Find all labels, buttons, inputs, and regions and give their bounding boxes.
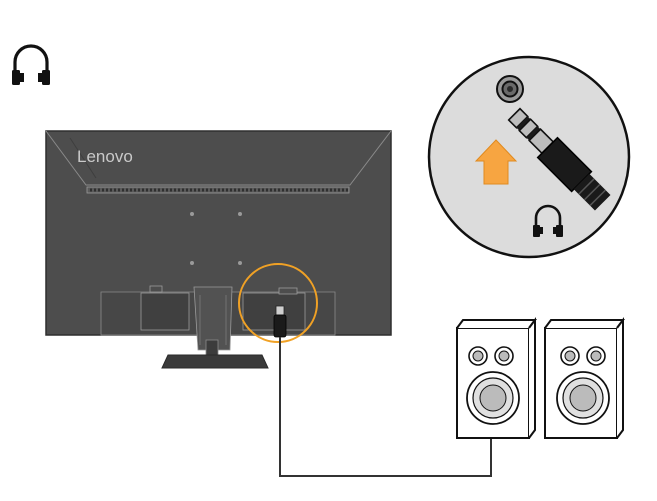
arrow-up-icon bbox=[474, 139, 518, 185]
audio-plug-zoomed bbox=[507, 107, 611, 211]
stand-neck bbox=[193, 286, 233, 351]
audio-port-highlight bbox=[238, 263, 318, 343]
speaker-icon-left bbox=[456, 317, 537, 439]
headphones-icon bbox=[12, 44, 50, 85]
monitor-rear: Lenovo bbox=[45, 130, 392, 369]
port-recess-left bbox=[140, 292, 190, 331]
vent-slots bbox=[90, 188, 348, 192]
monitor-housing bbox=[45, 130, 392, 336]
zoom-callout bbox=[427, 55, 631, 259]
audio-cable bbox=[279, 337, 492, 477]
vesa-holes bbox=[190, 212, 242, 265]
audio-plug-inserted bbox=[273, 305, 287, 338]
headphones-icon-callout bbox=[533, 204, 563, 237]
stand-base bbox=[161, 354, 269, 369]
brand-logo: Lenovo bbox=[77, 147, 133, 166]
speaker-icon-right bbox=[544, 317, 625, 439]
